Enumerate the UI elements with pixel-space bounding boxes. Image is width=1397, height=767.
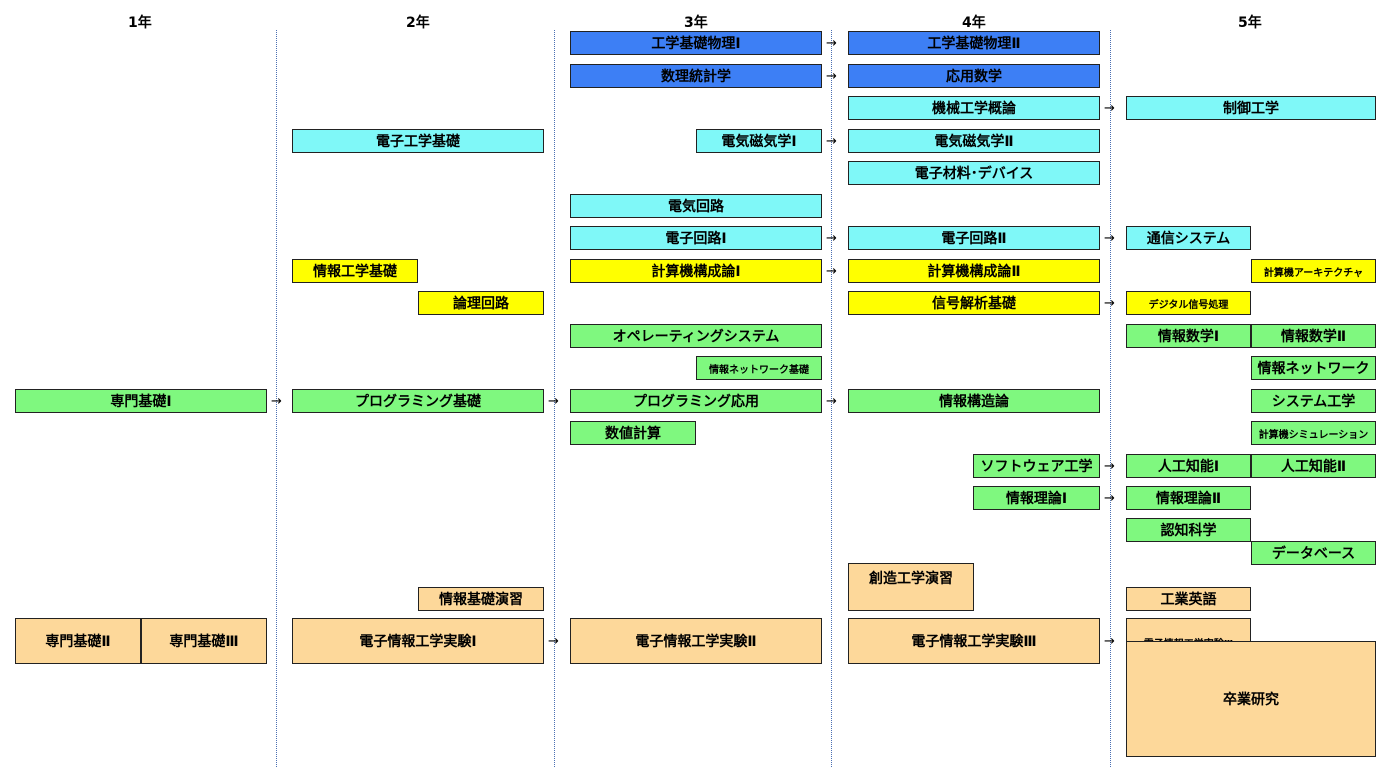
arrow-icon: →	[548, 634, 559, 649]
arrow-icon: →	[1104, 231, 1115, 246]
course-denshi-kairo-1: 電子回路I	[570, 226, 822, 250]
course-shingo: 信号解析基礎	[848, 291, 1100, 315]
course-prog-kiso: プログラミング基礎	[292, 389, 544, 413]
course-denki-jiki-1: 電気磁気学I	[696, 129, 822, 153]
year-divider	[276, 30, 277, 767]
arrow-icon: →	[1104, 101, 1115, 116]
course-ninchi: 認知科学	[1126, 518, 1251, 542]
year-header-3: 3年	[684, 15, 708, 31]
year-header-5: 5年	[1238, 15, 1262, 31]
year-header-4: 4年	[962, 15, 986, 31]
course-jikken-3: 電子情報工学実験Ⅲ	[848, 618, 1100, 664]
course-senmon-1: 専門基礎Ⅰ	[15, 389, 267, 413]
year-header-2: 2年	[406, 15, 430, 31]
arrow-icon: →	[826, 394, 837, 409]
course-oyo-sugaku: 応用数学	[848, 64, 1100, 88]
course-enshu-kiso: 情報基礎演習	[418, 587, 544, 611]
arrow-icon: →	[826, 69, 837, 84]
course-net-kiso: 情報ネットワーク基礎	[696, 356, 822, 380]
course-ai-2: 人工知能Ⅱ	[1251, 454, 1376, 478]
arrow-icon: →	[1104, 634, 1115, 649]
course-ai-1: 人工知能I	[1126, 454, 1251, 478]
course-software: ソフトウェア工学	[973, 454, 1100, 478]
course-keisanki-2: 計算機構成論Ⅱ	[848, 259, 1100, 283]
course-joho-riron-2: 情報理論Ⅱ	[1126, 486, 1251, 510]
year-divider	[554, 30, 555, 767]
course-kiso-butsuri-2: 工学基礎物理Ⅱ	[848, 31, 1100, 55]
arrow-icon: →	[548, 394, 559, 409]
course-keisanki-1: 計算機構成論I	[570, 259, 822, 283]
course-kiso-butsuri-1: 工学基礎物理I	[570, 31, 822, 55]
arrow-icon: →	[1104, 491, 1115, 506]
course-prog-oyo: プログラミング応用	[570, 389, 822, 413]
course-os: オペレーティングシステム	[570, 324, 822, 348]
course-net: 情報ネットワーク	[1251, 356, 1376, 380]
course-denki-jiki-2: 電気磁気学Ⅱ	[848, 129, 1100, 153]
course-jikken-2: 電子情報工学実験Ⅱ	[570, 618, 822, 664]
arrow-icon: →	[1104, 296, 1115, 311]
course-kikai-gairon: 機械工学概論	[848, 96, 1100, 120]
arrow-icon: →	[1104, 459, 1115, 474]
course-sotsugyo: 卒業研究	[1126, 641, 1376, 757]
course-db: データベース	[1251, 541, 1376, 565]
course-sim: 計算機シミュレーション	[1251, 421, 1376, 445]
course-joho-kiso: 情報工学基礎	[292, 259, 418, 283]
course-denki-kairo: 電気回路	[570, 194, 822, 218]
course-senmon-2: 専門基礎Ⅱ	[15, 618, 141, 664]
year-divider	[831, 30, 832, 767]
course-sozo: 創造工学演習	[848, 563, 974, 611]
year-header-1: 1年	[128, 15, 152, 31]
course-suchi: 数値計算	[570, 421, 696, 445]
course-seigyo: 制御工学	[1126, 96, 1376, 120]
course-ronri: 論理回路	[418, 291, 544, 315]
year-divider	[1110, 30, 1111, 767]
course-suri-tokei: 数理統計学	[570, 64, 822, 88]
course-digital: デジタル信号処理	[1126, 291, 1251, 315]
arrow-icon: →	[271, 394, 282, 409]
course-joho-sugaku-2: 情報数学Ⅱ	[1251, 324, 1376, 348]
arrow-icon: →	[826, 36, 837, 51]
course-system: システム工学	[1251, 389, 1376, 413]
course-eigo: 工業英語	[1126, 587, 1251, 611]
course-joho-sugaku-1: 情報数学I	[1126, 324, 1251, 348]
arrow-icon: →	[826, 264, 837, 279]
course-arch: 計算機アーキテクチャ	[1251, 259, 1376, 283]
course-senmon-3: 専門基礎Ⅲ	[141, 618, 267, 664]
course-tsushin: 通信システム	[1126, 226, 1251, 250]
course-joho-kozo: 情報構造論	[848, 389, 1100, 413]
course-denshi-kiso: 電子工学基礎	[292, 129, 544, 153]
course-joho-riron-1: 情報理論I	[973, 486, 1100, 510]
course-denshi-kairo-2: 電子回路Ⅱ	[848, 226, 1100, 250]
arrow-icon: →	[826, 231, 837, 246]
arrow-icon: →	[826, 134, 837, 149]
course-jikken-1: 電子情報工学実験I	[292, 618, 544, 664]
course-denshi-zairyo: 電子材料･デバイス	[848, 161, 1100, 185]
